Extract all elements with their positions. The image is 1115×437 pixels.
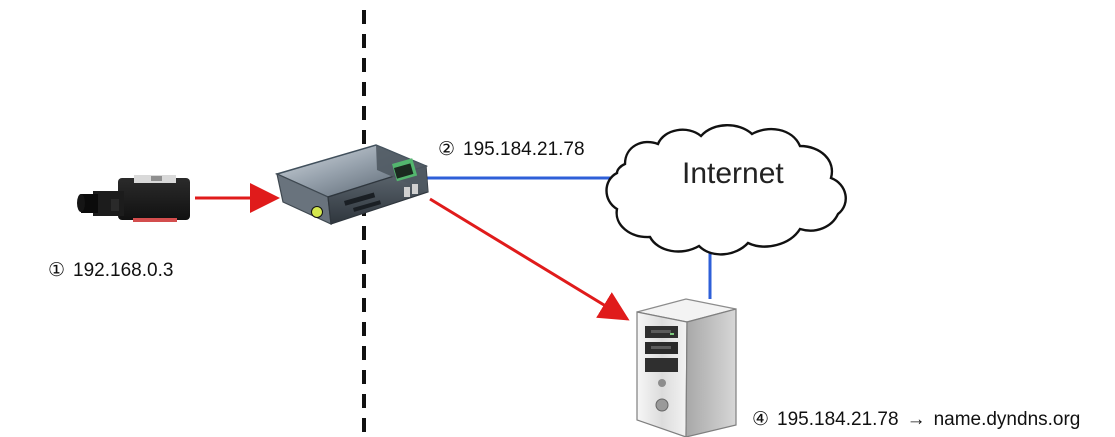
server-tower-icon [636, 298, 737, 437]
camera-ip-label: ① 192.168.0.3 [48, 261, 173, 280]
router-port-2 [412, 184, 418, 194]
server-dns-row: ④ 195.184.21.78 → name.dyndns.org [752, 410, 1080, 429]
camera-lens [81, 194, 98, 213]
camera-ip-row: ① 192.168.0.3 [48, 261, 173, 280]
cloud-icon [605, 124, 847, 256]
server-drive-slot-2 [651, 346, 671, 349]
ip-camera-icon [77, 175, 190, 222]
router-wan-ip-row: ② 195.184.21.78 [438, 140, 585, 159]
cloud-shape [605, 124, 847, 256]
router-vent-2 [352, 200, 382, 212]
camera-ip-text: 192.168.0.3 [73, 260, 174, 281]
camera-mount [111, 199, 119, 211]
router-status-light [311, 206, 323, 218]
camera-brand-stripe [133, 218, 177, 222]
camera-top-detail [151, 176, 162, 181]
server-led [670, 333, 674, 335]
router-icon [274, 144, 429, 225]
camera-marker: ① [48, 260, 66, 281]
camera-body [118, 178, 190, 220]
server-power-button [655, 398, 669, 412]
server-hostname-text: name.dyndns.org [933, 409, 1081, 430]
server-dns-label: ④ 195.184.21.78 → name.dyndns.org [752, 410, 1080, 429]
router-port-openings [393, 163, 414, 179]
internet-label: Internet [682, 157, 784, 190]
server-button-1 [658, 379, 666, 387]
camera-lens-front [77, 194, 85, 212]
server-side-face [685, 308, 737, 437]
server-drive-bay-3 [645, 358, 678, 372]
router-vent-1 [343, 192, 376, 206]
router-port-1 [404, 187, 410, 197]
server-ip-text: 195.184.21.78 [777, 409, 899, 430]
router-wan-marker: ② [438, 139, 456, 160]
router-to-server-connector [429, 197, 630, 321]
server-drive-slot-1 [651, 330, 671, 333]
router-wan-ip-label: ② 195.184.21.78 [438, 140, 585, 159]
router-wan-ip-text: 195.184.21.78 [463, 139, 585, 160]
server-marker: ④ [752, 409, 770, 430]
server-arrow-text: → [906, 409, 926, 430]
